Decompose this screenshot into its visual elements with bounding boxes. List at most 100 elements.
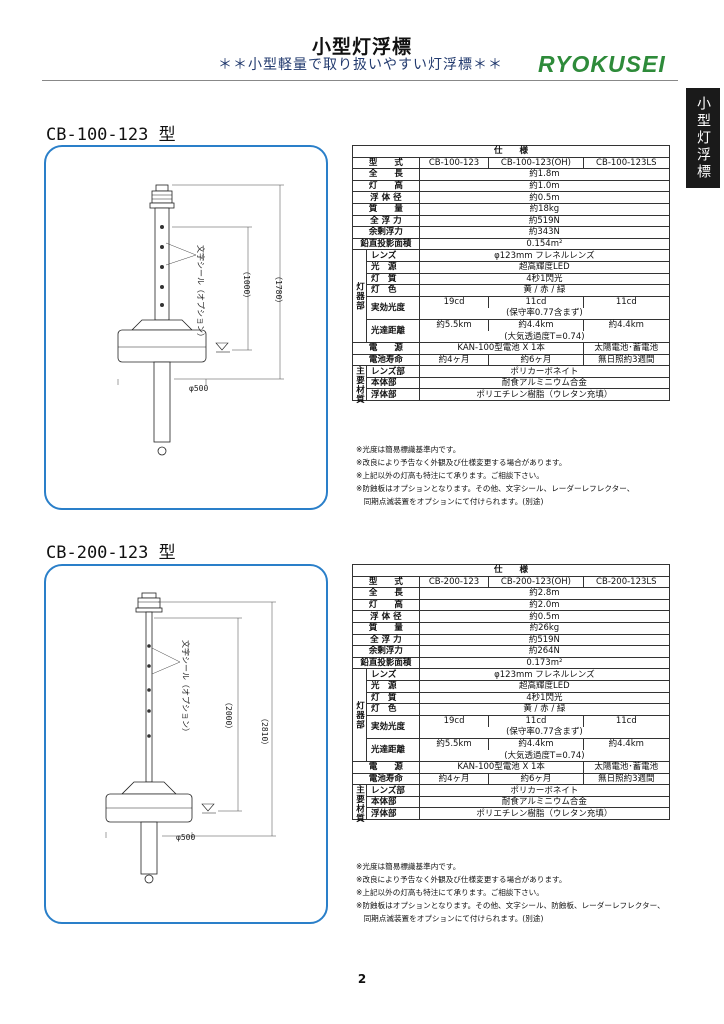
intensity-value: 11cd <box>582 295 671 308</box>
spec-row-label: 鉛直投影面積 <box>352 656 420 670</box>
dim-total-length: （2810） <box>260 714 269 749</box>
range-value: 約4.4km <box>582 737 671 750</box>
power-label: 電 源 <box>352 761 420 774</box>
power-value: 太陽電池･蓄電池 <box>582 342 671 355</box>
power-value: KAN-100型電池 X 1本 <box>418 761 584 774</box>
dim-total-length: （1780） <box>274 272 283 307</box>
spec-row-label: 浮 体 径 <box>352 610 420 623</box>
intensity-label: 実効光度 <box>366 714 420 739</box>
intensity-value: 11cd <box>488 295 584 308</box>
spec-row-value: 0.154m² <box>418 237 671 251</box>
spec-row-value: 0.173m² <box>418 656 671 670</box>
intensity-value: 11cd <box>582 714 671 727</box>
material-row-label: 浮体部 <box>366 807 420 821</box>
lamp-row-value: 4秒1閃光 <box>418 272 671 286</box>
spec-row-label: 全 浮 力 <box>352 633 420 647</box>
model-title: CB-100-123 型 <box>46 125 176 145</box>
lamp-group-label: 灯器部 <box>352 668 367 763</box>
spec-row-value: 約0.5m <box>418 610 671 623</box>
lamp-row-value: 超高輝度LED <box>418 679 671 693</box>
spec-row-value: 約1.0m <box>418 179 671 193</box>
product-diagram: 文字シール（オプション） （2000） （2810） φ500 <box>44 564 328 924</box>
spec-row-label: 全 浮 力 <box>352 214 420 228</box>
product-diagram: 文字シール（オプション） （1000） （1780） φ500 <box>44 145 328 510</box>
dim-float-diameter: φ500 <box>176 833 195 842</box>
spec-type: CB-100-123(OH) <box>488 156 584 170</box>
spec-row-label: 余剰浮力 <box>352 645 420 658</box>
material-row-value: ポリエチレン樹脂（ウレタン充填） <box>418 807 671 821</box>
label-sticker-text: 文字シール（オプション） <box>181 640 191 736</box>
intensity-note: (保守率0.77含まず) <box>418 307 671 320</box>
header-divider <box>42 80 678 81</box>
spec-heading: 仕 様 <box>352 145 670 158</box>
material-row-value: ポリエチレン樹脂（ウレタン充填） <box>418 388 671 402</box>
spec-notes: ※光度は簡易標識基準内です。 ※改良により予告なく外観及び仕様変更する場合があり… <box>356 443 634 508</box>
material-row-label: レンズ部 <box>366 784 420 797</box>
spec-type: CB-200-123 <box>418 575 490 589</box>
spec-row-label: 灯 高 <box>352 179 420 193</box>
material-group-label: 主要材質 <box>352 365 367 405</box>
lamp-row-value: 黄 / 赤 / 緑 <box>418 703 671 716</box>
spec-notes: ※光度は簡易標識基準内です。 ※改良により予告なく外観及び仕様変更する場合があり… <box>356 860 665 925</box>
note-line: ※防蝕板はオプションとなります。その他、文字シール、防蝕板、レーダーレフレクター… <box>356 901 665 910</box>
note-line: 同期点滅装置をオプションにて付けられます。(別途) <box>356 497 544 506</box>
lamp-row-label: レンズ <box>366 249 420 262</box>
range-label: 光達距離 <box>366 318 420 344</box>
lamp-row-value: 4秒1閃光 <box>418 691 671 705</box>
buoy-drawing: 文字シール（オプション） （1000） （1780） φ500 <box>117 184 284 456</box>
range-value: 約4.4km <box>582 318 671 331</box>
spec-type: CB-200-123(OH) <box>488 575 584 589</box>
spec-row-label: 鉛直投影面積 <box>352 237 420 251</box>
material-row-label: 浮体部 <box>366 388 420 402</box>
material-row-label: レンズ部 <box>366 365 420 378</box>
spec-type: CB-100-123 <box>418 156 490 170</box>
dim-float-diameter: φ500 <box>189 384 208 393</box>
spec-row-label: 灯 高 <box>352 598 420 612</box>
spec-row-value: 約1.8m <box>418 168 671 181</box>
range-note: (大気透過度T=0.74) <box>418 750 671 763</box>
page-subtitle: ＊＊小型軽量で取り扱いやすい灯浮標＊＊ <box>218 57 503 73</box>
spec-row-label: 余剰浮力 <box>352 226 420 239</box>
spec-row-value: 約18kg <box>418 202 671 216</box>
intensity-value: 11cd <box>488 714 584 727</box>
note-line: ※上記以外の灯高も特注にて承ります。ご相談下さい。 <box>356 888 544 897</box>
intensity-note: (保守率0.77含まず) <box>418 726 671 739</box>
spec-row-value: 約26kg <box>418 621 671 635</box>
spec-row-value: 約264N <box>418 645 671 658</box>
battery-life-value: 約4ヶ月 <box>418 353 490 367</box>
material-row-value: 耐食アルミニウム合金 <box>418 376 671 390</box>
buoy-drawing: 文字シール（オプション） （2000） （2810） φ500 <box>105 592 276 884</box>
spec-row-value: 約343N <box>418 226 671 239</box>
lamp-row-label: 灯 質 <box>366 272 420 286</box>
spec-row-label: 質 量 <box>352 202 420 216</box>
battery-life-value: 約6ヶ月 <box>488 353 584 367</box>
battery-life-value: 無日照約3週間 <box>582 772 671 786</box>
material-row-label: 本体部 <box>366 795 420 809</box>
spec-row-value: 約519N <box>418 633 671 647</box>
lamp-row-value: 超高輝度LED <box>418 260 671 274</box>
battery-life-label: 電池寿命 <box>352 353 420 367</box>
power-value: KAN-100型電池 X 1本 <box>418 342 584 355</box>
section-side-tab: 小型灯浮標 <box>686 88 720 188</box>
spec-row-label: 全 長 <box>352 587 420 600</box>
spec-type-label: 型 式 <box>352 156 420 170</box>
lamp-row-label: 灯 質 <box>366 691 420 705</box>
note-line: ※光度は簡易標識基準内です。 <box>356 445 461 454</box>
spec-row-value: 約2.8m <box>418 587 671 600</box>
lamp-row-value: φ123mm フレネルレンズ <box>418 249 671 262</box>
power-value: 太陽電池･蓄電池 <box>582 761 671 774</box>
material-row-value: ポリカーボネイト <box>418 365 671 378</box>
material-group-label: 主要材質 <box>352 784 367 824</box>
spec-row-label: 浮 体 径 <box>352 191 420 204</box>
range-value: 約5.5km <box>418 737 490 750</box>
battery-life-value: 無日照約3週間 <box>582 353 671 367</box>
spec-type: CB-100-123LS <box>582 156 671 170</box>
battery-life-label: 電池寿命 <box>352 772 420 786</box>
spec-table: 仕 様 型 式 CB-200-123 CB-200-123(OH) CB-200… <box>352 564 671 824</box>
range-note: (大気透過度T=0.74) <box>418 331 671 344</box>
lamp-row-label: 光 源 <box>366 679 420 693</box>
intensity-label: 実効光度 <box>366 295 420 320</box>
lamp-row-label: 光 源 <box>366 260 420 274</box>
lamp-row-value: φ123mm フレネルレンズ <box>418 668 671 681</box>
spec-row-value: 約0.5m <box>418 191 671 204</box>
